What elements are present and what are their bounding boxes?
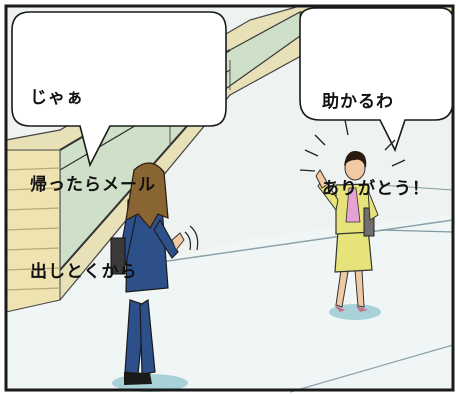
speech-line-2: 帰ったらメール — [30, 175, 156, 195]
speech-line-1: 助かるわ — [322, 92, 394, 112]
wall-line-2 — [379, 184, 454, 191]
speech-bubble-left — [11, 11, 227, 168]
speech-line-2: ありがとう！ — [322, 179, 430, 199]
speech-text-left: じゃぁ 帰ったらメール 出しとくから — [30, 26, 156, 316]
speech-line-3: 出しとくから — [30, 262, 138, 282]
girl-character — [110, 162, 199, 392]
emphasis-lines — [299, 119, 406, 172]
floor-line — [139, 219, 454, 266]
floor-line-2 — [289, 344, 454, 393]
speech-text-right: 助かるわ ありがとう！ — [322, 30, 430, 233]
woman-character — [315, 150, 381, 320]
speech-line-1: じゃぁ — [30, 88, 84, 108]
panel-border — [4, 4, 455, 392]
wall-line — [379, 229, 454, 233]
